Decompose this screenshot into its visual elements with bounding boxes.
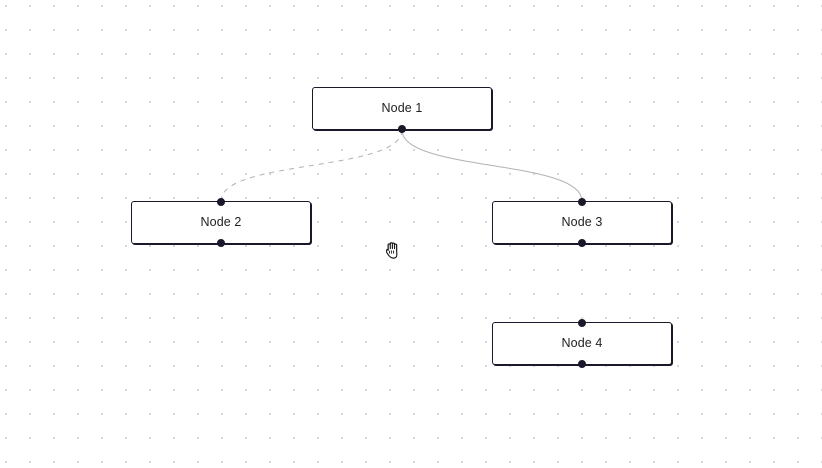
node-4-handle-bottom[interactable] xyxy=(578,360,586,368)
node-1-label: Node 1 xyxy=(381,101,423,116)
node-2[interactable]: Node 2 xyxy=(131,198,311,247)
node-3-label: Node 3 xyxy=(561,215,603,230)
node-4-label: Node 4 xyxy=(561,336,603,351)
node-3-handle-bottom[interactable] xyxy=(578,239,586,247)
node-4[interactable]: Node 4 xyxy=(492,319,672,368)
grab-hand-cursor xyxy=(385,242,398,259)
node-1[interactable]: Node 1 xyxy=(312,87,492,133)
node-1-handle-bottom[interactable] xyxy=(398,125,406,133)
node-2-label: Node 2 xyxy=(200,215,242,230)
node-2-handle-top[interactable] xyxy=(217,198,225,206)
edge-node1-node3 xyxy=(401,129,583,202)
node-4-handle-top[interactable] xyxy=(578,319,586,327)
node-2-handle-bottom[interactable] xyxy=(217,239,225,247)
node-3-handle-top[interactable] xyxy=(578,198,586,206)
node-3[interactable]: Node 3 xyxy=(492,198,672,247)
edge-node1-node2 xyxy=(220,129,403,202)
